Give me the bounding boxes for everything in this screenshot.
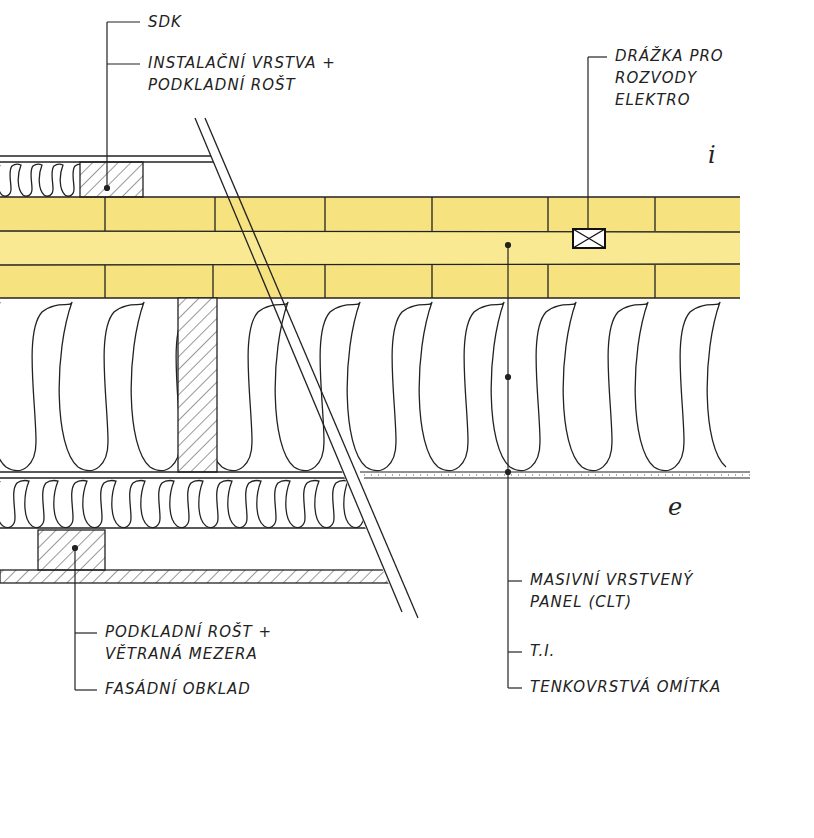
electrical-groove [573, 229, 605, 248]
left-layers [0, 156, 412, 583]
groove-label: DRÁŽKA PRO ROZVODY ELEKTRO [615, 46, 745, 111]
layer-label: SDK [148, 12, 182, 34]
leader-lines [73, 22, 608, 690]
thin-render [360, 472, 750, 478]
clt-panel [0, 197, 740, 298]
break-line [195, 118, 418, 618]
layer-label: T.I. [530, 641, 555, 663]
layer-label: TENKOVRSTVÁ OMÍTKA [530, 677, 721, 699]
layer-label: PODKLADNÍ ROŠT + VĚTRANÁ MEZERA [105, 622, 345, 666]
side-marker: e [668, 494, 682, 520]
layer-label: INSTALAČNÍ VRSTVA + PODKLADNÍ ROŠT [148, 53, 378, 97]
thermal-insulation [0, 298, 726, 472]
side-marker: i [708, 142, 716, 168]
layer-label: MASIVNÍ VRSTVENÝ PANEL (CLT) [530, 570, 730, 614]
layer-label: FASÁDNÍ OBKLAD [105, 679, 251, 701]
